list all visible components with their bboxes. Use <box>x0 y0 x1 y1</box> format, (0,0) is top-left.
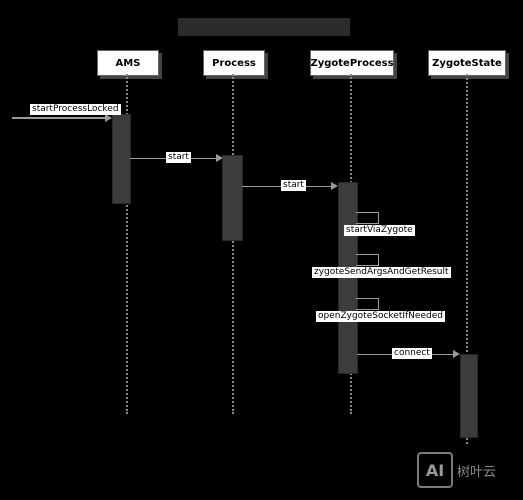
lifeline-process <box>232 74 234 414</box>
activation-zygote-process <box>338 182 358 374</box>
self-loop-start-via-zygote <box>356 212 379 224</box>
lifeline-ams <box>126 74 128 414</box>
arrowhead <box>105 114 112 122</box>
arrowhead <box>453 350 460 358</box>
arrowhead <box>216 154 223 162</box>
msg-start-process-locked: startProcessLocked <box>30 104 121 115</box>
msg-connect: connect <box>392 348 432 359</box>
msg-start-via-zygote: startViaZygote <box>344 225 415 236</box>
msg-open-zygote-socket: openZygoteSocketIfNeeded <box>316 311 445 322</box>
self-loop-zygote-send-args <box>356 254 379 266</box>
activation-ams <box>112 114 131 204</box>
activation-zygote-state <box>460 354 478 438</box>
watermark-logo: AI <box>417 452 453 488</box>
self-loop-open-zygote-socket <box>356 298 379 310</box>
participant-ams: AMS <box>97 50 159 76</box>
arrow-start-process-locked <box>12 117 106 119</box>
diagram-title-bar <box>178 18 350 36</box>
participant-zygote-process: ZygoteProcess <box>310 50 394 76</box>
arrowhead <box>331 182 338 190</box>
msg-zygote-send-args: zygoteSendArgsAndGetResult <box>312 267 451 278</box>
watermark: AI 树叶云 <box>417 452 496 488</box>
msg-start-2: start <box>281 180 306 191</box>
participant-zygote-state: ZygoteState <box>428 50 506 76</box>
activation-process <box>222 155 243 241</box>
participant-process: Process <box>203 50 265 76</box>
msg-start-1: start <box>166 152 191 163</box>
watermark-text: 树叶云 <box>457 464 497 480</box>
lifeline-zygote-state <box>466 74 468 444</box>
